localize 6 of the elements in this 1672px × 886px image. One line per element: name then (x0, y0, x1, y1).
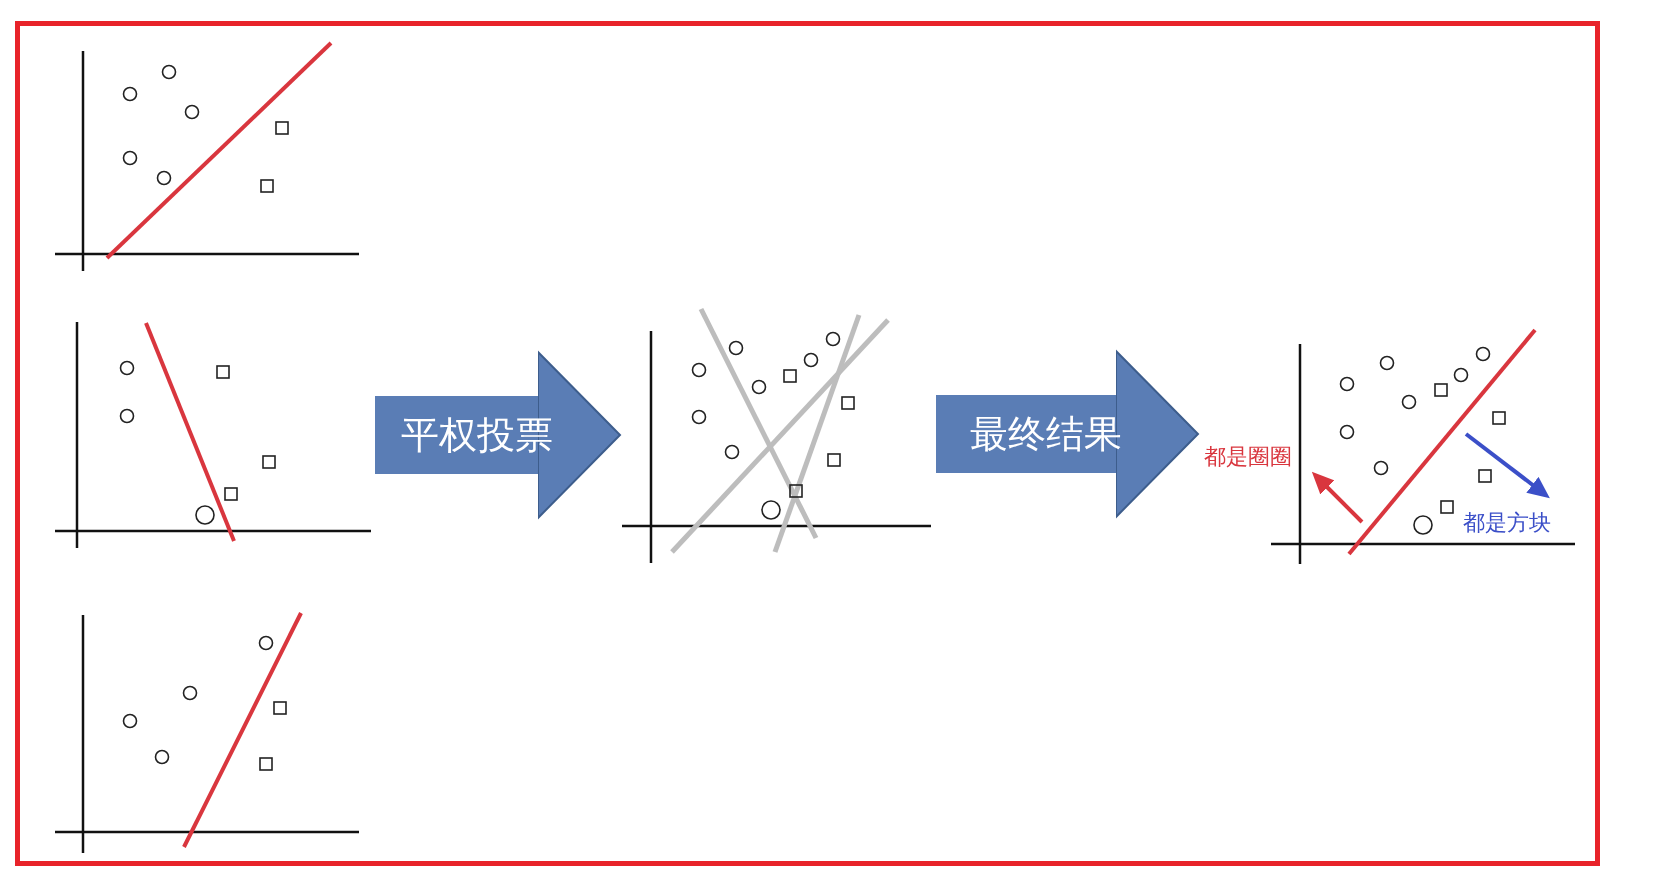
annotation-text: 都是圈圈 (1204, 443, 1292, 471)
annotation-text: 都是方块 (1463, 509, 1551, 537)
edge-label: 最终结果 (970, 410, 1122, 458)
block-arrow (375, 351, 621, 519)
edge-label: 平权投票 (400, 411, 553, 459)
block-arrow (936, 350, 1199, 518)
